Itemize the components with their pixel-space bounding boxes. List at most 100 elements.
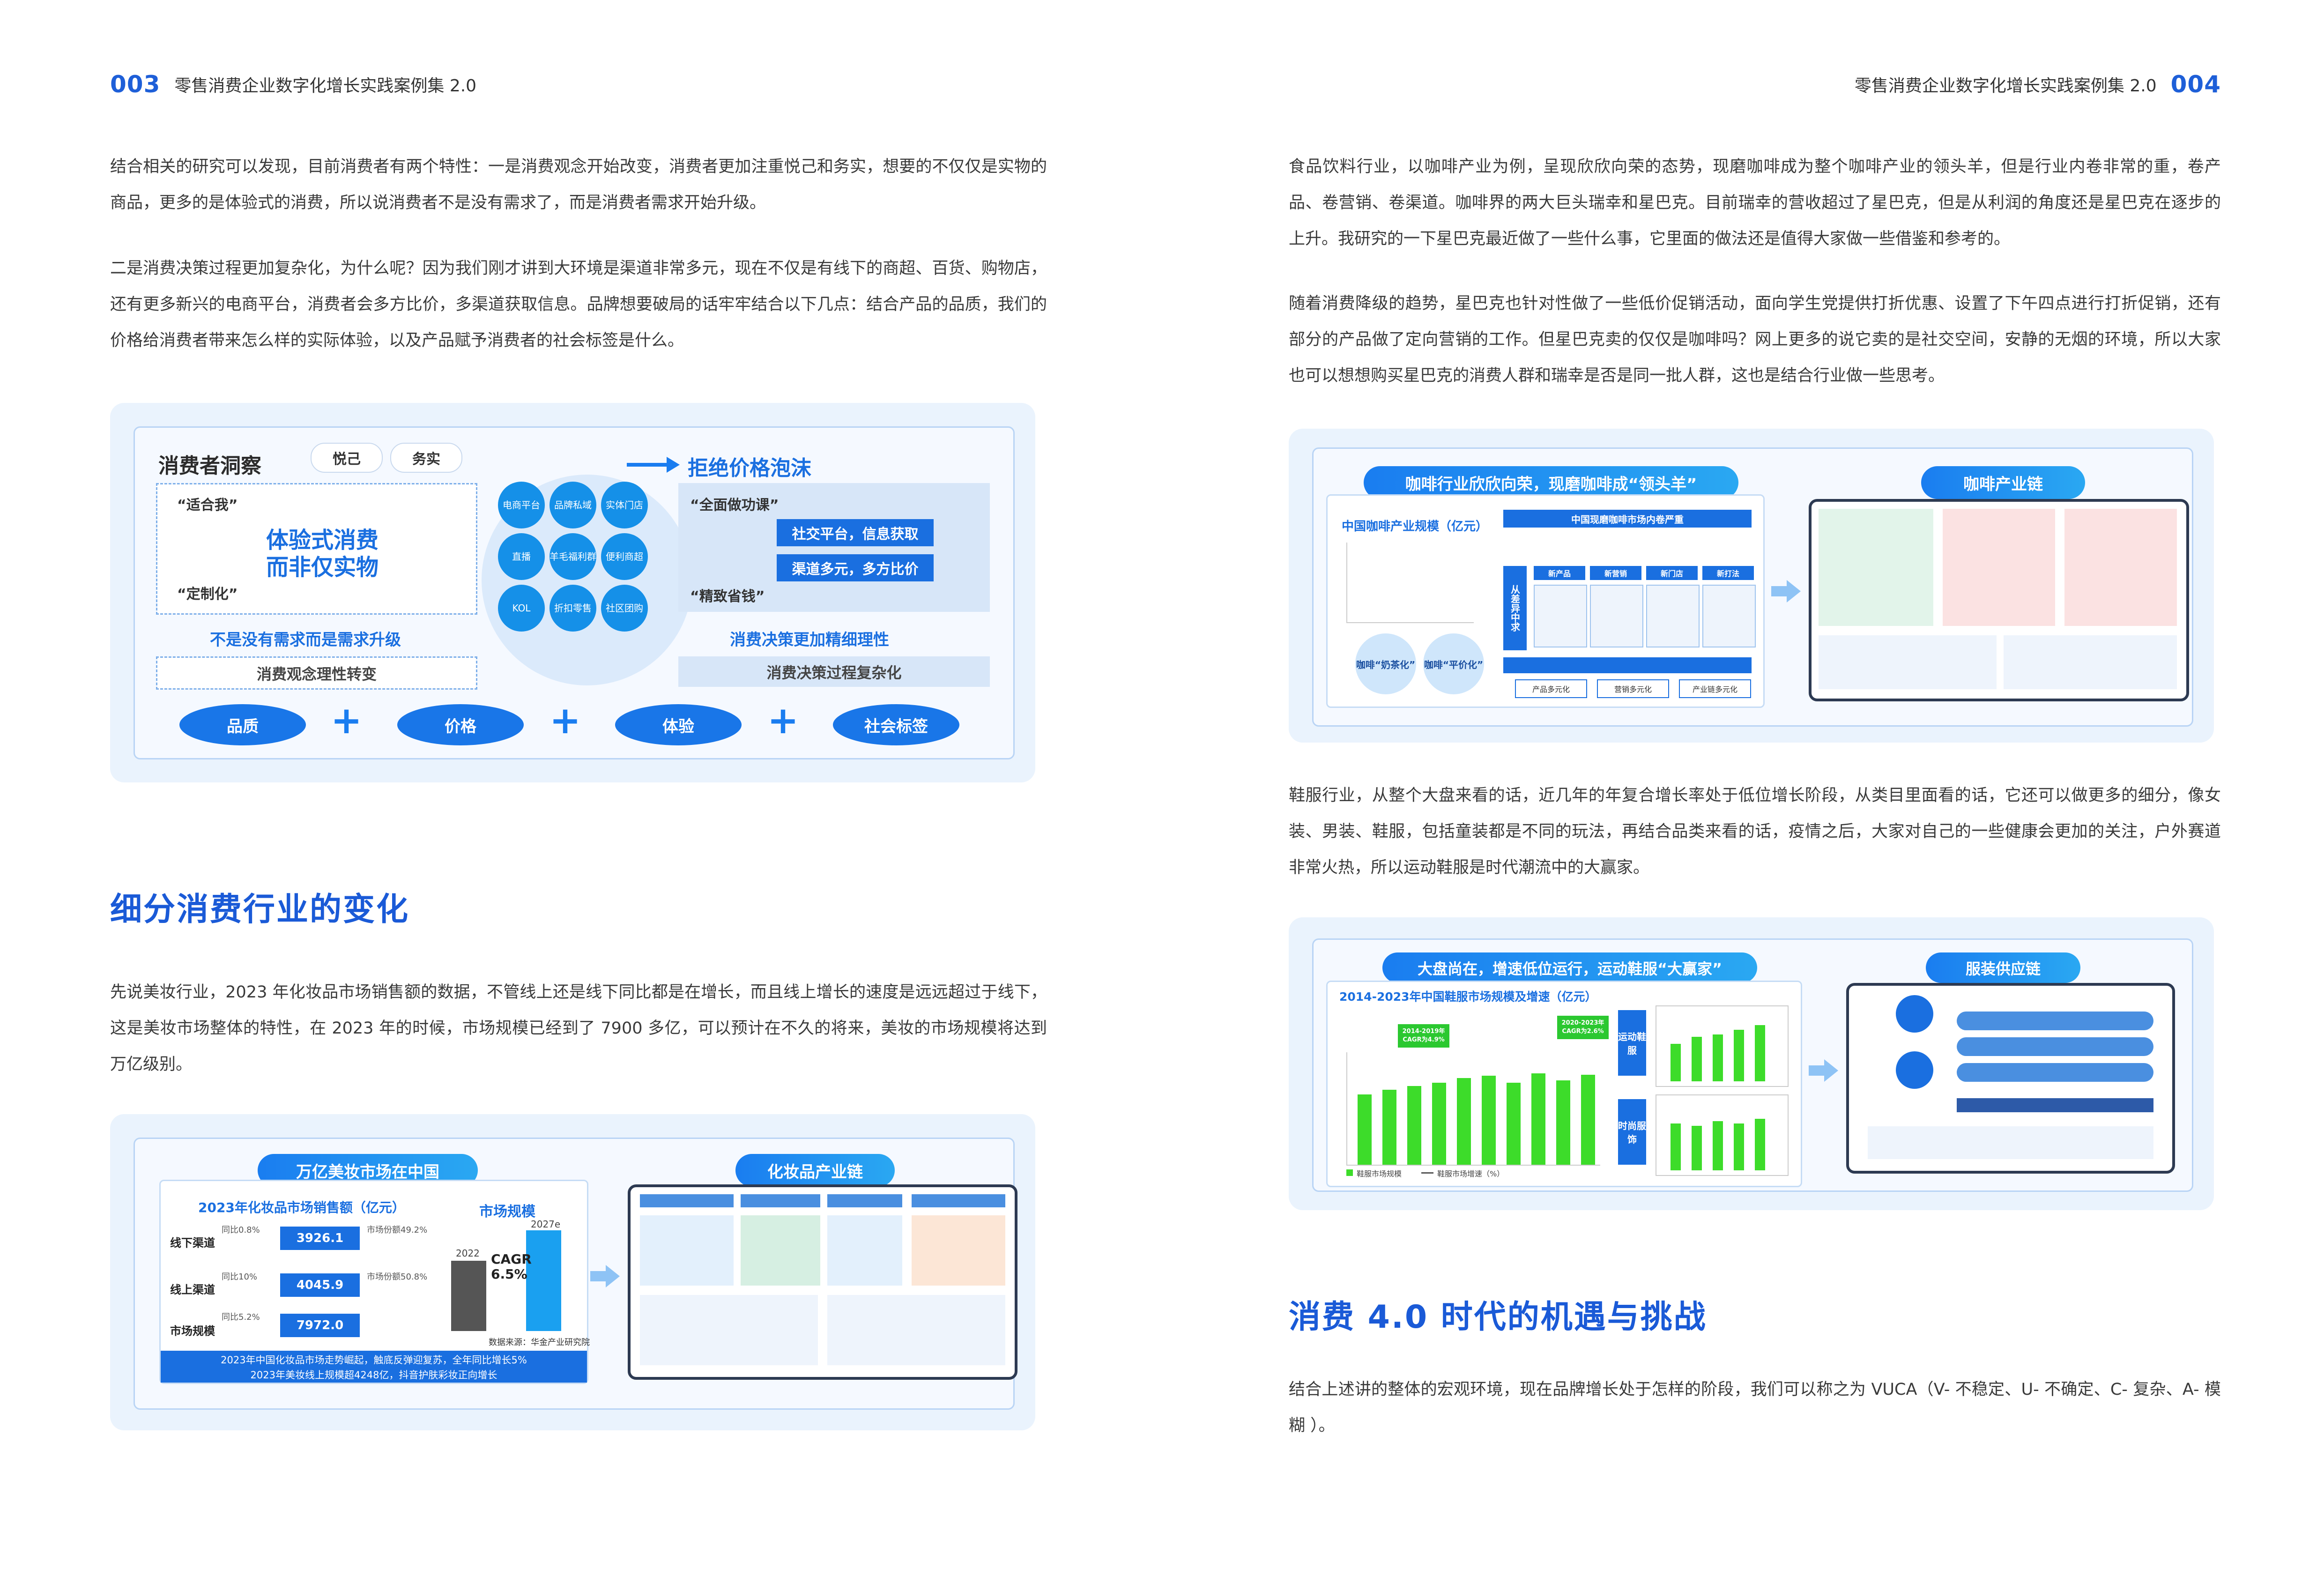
channel-circle: 社区团购	[601, 585, 648, 632]
arrow-right-icon	[667, 457, 680, 473]
bubble-affordable: 咖啡“平价化”	[1421, 632, 1486, 696]
bar	[1671, 1044, 1681, 1081]
caption-line: 2023年美妆线上规模超4248亿，抖音护肤彩妆正向增长	[250, 1369, 497, 1381]
core-line-1: 体验式消费	[266, 527, 379, 553]
chain-node	[1896, 995, 1933, 1033]
row-growth: 同比10%	[222, 1272, 258, 1282]
right-band: 消费决策过程复杂化	[678, 656, 990, 687]
plus-icon: +	[549, 699, 581, 742]
column-body	[1702, 585, 1756, 647]
coffee-left-pill: 咖啡行业欣欣向荣，现磨咖啡成“领头羊”	[1364, 466, 1738, 499]
scale-bar-2027	[526, 1230, 561, 1331]
chain-block	[2004, 635, 2177, 689]
pillar-quality: 品质	[179, 704, 306, 745]
cagr-value: 6.5%	[491, 1266, 527, 1282]
paragraph: 结合相关的研究可以发现，目前消费者有两个特性：一是消费观念开始改变，消费者更加注…	[110, 157, 1047, 212]
tag-yueji: 悦己	[311, 443, 383, 473]
section-heading: 细分消费行业的变化	[110, 891, 410, 928]
plus-icon: +	[767, 699, 799, 742]
chain-block	[1868, 1126, 2153, 1159]
bar	[1507, 1083, 1521, 1165]
beauty-chain-diagram	[628, 1184, 1017, 1380]
right-note: 消费决策更加精细理性	[730, 631, 889, 649]
side-label: 从差异中求	[1503, 566, 1527, 650]
bar	[1713, 1034, 1723, 1081]
chain-bar	[1957, 1098, 2153, 1112]
bar	[1692, 1126, 1702, 1170]
row-share: 市场份额50.8%	[367, 1272, 428, 1282]
channel-circle: 直播	[498, 533, 545, 580]
coffee-figure: 咖啡行业欣欣向荣，现磨咖啡成“领头羊” 咖啡产业链 中国咖啡产业规模（亿元） 咖…	[1289, 429, 2214, 743]
legend-line: 鞋服市场增速（%）	[1437, 1169, 1505, 1178]
row-label: 线下渠道	[170, 1236, 215, 1250]
bar	[1581, 1075, 1595, 1165]
data-source: 数据来源：华金产业研究院	[489, 1338, 590, 1347]
pillar-social-label: 社会标签	[833, 704, 959, 745]
pillar-experience: 体验	[615, 704, 742, 745]
arrow-shaft	[1771, 586, 1788, 596]
beauty-figure: 万亿美妆市场在中国 化妆品产业链 2023年化妆品市场销售额（亿元） 线下渠道 …	[110, 1114, 1035, 1430]
apparel-market-card: 2014-2023年中国鞋服市场规模及增速（亿元） 2014-2019年 CAG…	[1326, 981, 1802, 1187]
paragraph: 鞋服行业，从整个大盘来看的话，近几年的年复合增长率处于低位增长阶段，从类目里面看…	[1289, 786, 2221, 877]
column-body	[1590, 585, 1643, 647]
chain-block	[1819, 509, 1933, 626]
apparel-right-pill: 服装供应链	[1926, 952, 2080, 983]
column-body	[1646, 585, 1700, 647]
row-share: 市场份额49.2%	[367, 1225, 428, 1235]
scale-title: 市场规模	[479, 1204, 535, 1220]
bar	[1713, 1121, 1723, 1170]
coffee-market-card: 中国咖啡产业规模（亿元） 咖啡“奶茶化” 咖啡“平价化” 中国现磨咖啡市场内卷严…	[1326, 494, 1765, 708]
paragraph: 二是消费决策过程更加复杂化，为什么呢？因为我们刚才讲到大环境是渠道非常多元，现在…	[110, 259, 1047, 350]
cagr-badge: 2014-2019年 CAGR为4.9%	[1398, 1024, 1449, 1048]
apparel-chain-diagram	[1846, 983, 2175, 1174]
box-channels: 渠道多元，多方比价	[777, 554, 934, 581]
column-header: 新打法	[1702, 566, 1754, 580]
row-value: 7972.0	[280, 1314, 360, 1337]
section-heading: 消费 4.0 时代的机遇与挑战	[1289, 1299, 1707, 1336]
market-title: 中国现磨咖啡市场内卷严重	[1503, 510, 1752, 528]
paragraph: 食品饮料行业，以咖啡产业为例，呈现欣欣向荣的态势，现磨咖啡成为整个咖啡产业的领头…	[1289, 157, 2221, 248]
apparel-chart-title: 2014-2023年中国鞋服市场规模及增速（亿元）	[1339, 990, 1597, 1004]
scale-year: 2022	[456, 1248, 480, 1259]
paragraph: 随着消费降级的趋势，星巴克也针对性做了一些低价促销活动，面向学生党提供打折优惠、…	[1289, 294, 2221, 385]
column-header: 新门店	[1646, 566, 1698, 580]
bubble-milk-tea: 咖啡“奶茶化”	[1353, 632, 1418, 696]
plus-icon: +	[331, 699, 363, 742]
chain-block	[827, 1295, 1005, 1365]
tag-wushi: 务实	[390, 443, 462, 473]
chain-block	[741, 1215, 820, 1286]
arrow-shaft	[627, 463, 669, 467]
arrow-right-icon	[1824, 1059, 1838, 1082]
caption-line: 2023年中国化妆品市场走势崛起，触底反弹迎复苏，全年同比增长5%	[221, 1354, 527, 1366]
chain-block	[2064, 509, 2177, 626]
row-label: 市场规模	[170, 1324, 215, 1338]
sport-mini-chart	[1656, 1005, 1789, 1087]
row-label: 线上渠道	[170, 1283, 215, 1296]
bar	[1556, 1080, 1570, 1165]
coffee-chart-title: 中国咖啡产业规模（亿元）	[1342, 520, 1488, 534]
beauty-chart-title: 2023年化妆品市场销售额（亿元）	[198, 1200, 405, 1215]
chain-block	[640, 1215, 734, 1286]
insight-title: 消费者洞察	[158, 454, 261, 478]
bar	[1358, 1094, 1372, 1165]
left-header: 003 零售消费企业数字化增长实践案例集 2.0	[110, 66, 490, 103]
bar	[1432, 1083, 1446, 1165]
bar	[1755, 1025, 1765, 1081]
bar	[1531, 1073, 1545, 1165]
bar	[1671, 1123, 1681, 1170]
core-line-2: 而非仅实物	[266, 554, 379, 580]
chain-flow	[1957, 1012, 2153, 1030]
coffee-mini-chart	[1346, 543, 1474, 623]
bar	[1482, 1076, 1496, 1165]
left-page: 003 零售消费企业数字化增长实践案例集 2.0 结合相关的研究可以发现，目前消…	[110, 66, 1047, 1430]
running-title: 零售消费企业数字化增长实践案例集 2.0	[1854, 76, 2157, 96]
legend-bar: 鞋服市场规模	[1357, 1169, 1402, 1178]
page-number: 003	[110, 71, 161, 98]
chain-header	[640, 1194, 734, 1207]
page-number: 004	[2170, 71, 2221, 98]
arrow-right-icon	[1787, 580, 1801, 603]
cagr-badge: 2020-2023年 CAGR为2.6%	[1557, 1016, 1609, 1039]
channel-circle: 电商平台	[498, 482, 545, 528]
quote-frugal: “精致省钱”	[690, 588, 765, 605]
arrow-title: 拒绝价格泡沫	[688, 456, 811, 480]
